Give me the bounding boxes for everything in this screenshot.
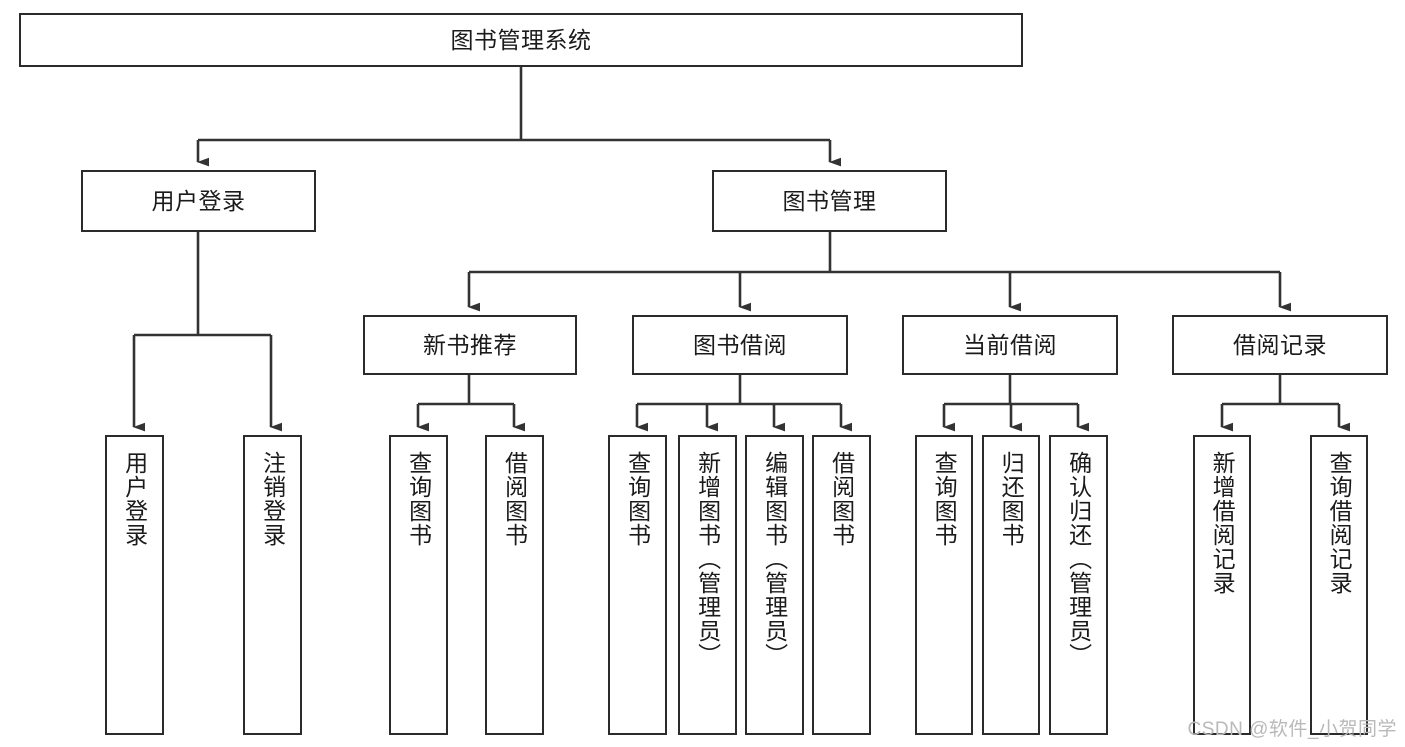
node-label: 借阅记录 bbox=[1233, 331, 1327, 358]
node-label: 当前借阅 bbox=[963, 331, 1057, 358]
node-label: 新增借阅记录 bbox=[1209, 451, 1236, 595]
leaf-br-add-record[interactable]: 新增借阅记录 bbox=[1193, 435, 1251, 735]
leaf-user-login[interactable]: 用户登录 bbox=[105, 435, 164, 735]
edge-newbookrec-to-leaves bbox=[416, 375, 525, 432]
leaf-br-query-record[interactable]: 查询借阅记录 bbox=[1310, 435, 1368, 735]
node-label: 借阅图书 bbox=[828, 451, 855, 547]
leaf-bb-edit-book[interactable]: 编辑图书（管理员） bbox=[745, 435, 804, 735]
node-label: 查询图书 bbox=[624, 451, 651, 547]
node-root-system[interactable]: 图书管理系统 bbox=[19, 13, 1023, 67]
leaf-rec-borrow-book[interactable]: 借阅图书 bbox=[485, 435, 544, 735]
leaf-bb-borrow-book[interactable]: 借阅图书 bbox=[812, 435, 871, 735]
node-label: 查询图书 bbox=[405, 451, 432, 547]
edge-bookmanage-to-level3 bbox=[467, 232, 1291, 312]
leaf-logout[interactable]: 注销登录 bbox=[243, 435, 302, 735]
node-book-borrowing[interactable]: 图书借阅 bbox=[632, 315, 848, 375]
edge-userlogin-to-leaves bbox=[132, 232, 282, 432]
node-label: 查询借阅记录 bbox=[1326, 451, 1353, 595]
node-borrowing-record[interactable]: 借阅记录 bbox=[1172, 315, 1388, 375]
node-label: 图书借阅 bbox=[693, 331, 787, 358]
node-book-management[interactable]: 图书管理 bbox=[712, 170, 947, 232]
node-label: 确认归还（管理员） bbox=[1065, 451, 1092, 667]
node-user-login[interactable]: 用户登录 bbox=[81, 170, 316, 232]
node-label: 用户登录 bbox=[151, 187, 246, 214]
leaf-cb-return-book[interactable]: 归还图书 bbox=[982, 435, 1040, 735]
node-current-borrowing[interactable]: 当前借阅 bbox=[902, 315, 1118, 375]
node-new-book-recommendation[interactable]: 新书推荐 bbox=[363, 315, 577, 375]
node-label: 编辑图书（管理员） bbox=[761, 451, 788, 667]
edge-borrowrecord-to-leaves bbox=[1220, 375, 1350, 432]
node-label: 注销登录 bbox=[259, 451, 286, 547]
node-label: 查询图书 bbox=[931, 451, 958, 547]
node-label: 归还图书 bbox=[998, 451, 1025, 547]
node-label: 图书管理系统 bbox=[450, 26, 592, 53]
leaf-cb-confirm-return[interactable]: 确认归还（管理员） bbox=[1049, 435, 1108, 735]
node-label: 图书管理 bbox=[782, 187, 877, 214]
node-label: 借阅图书 bbox=[501, 451, 528, 547]
node-label: 新增图书（管理员） bbox=[694, 451, 721, 667]
leaf-cb-query-book[interactable]: 查询图书 bbox=[915, 435, 973, 735]
edge-root-to-level2 bbox=[196, 67, 841, 167]
leaf-bb-query-book[interactable]: 查询图书 bbox=[608, 435, 667, 735]
leaf-rec-query-book[interactable]: 查询图书 bbox=[389, 435, 448, 735]
edge-currentborrow-to-leaves bbox=[942, 375, 1089, 432]
node-label: 新书推荐 bbox=[423, 331, 517, 358]
edge-bookborrow-to-leaves bbox=[635, 375, 852, 432]
watermark-text: CSDN @软件_小贺同学 bbox=[1187, 719, 1397, 740]
node-label: 用户登录 bbox=[121, 451, 148, 547]
leaf-bb-add-book[interactable]: 新增图书（管理员） bbox=[678, 435, 737, 735]
